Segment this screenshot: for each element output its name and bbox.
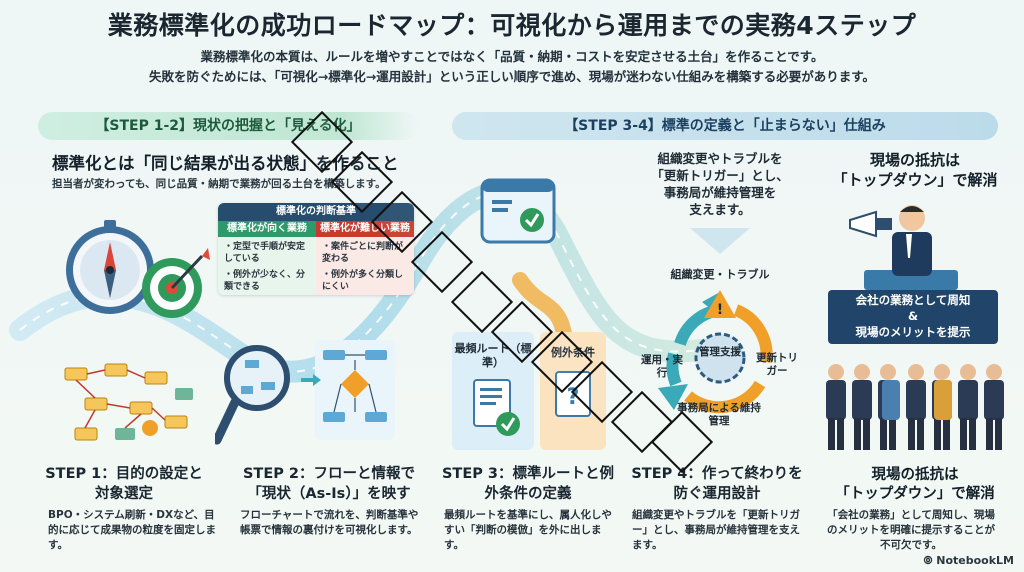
callout-line: 組織変更やトラブルを <box>657 151 783 166</box>
route-label: 最頻ルート（標準） <box>454 342 532 369</box>
svg-text:!: ! <box>717 302 723 318</box>
subtitle-line-2: 失敗を防ぐためには、「可視化→標準化→運用設計」という正しい順序で進め、現場が迷… <box>149 69 875 84</box>
document-check-icon <box>473 379 520 436</box>
checklist-window-icon <box>480 178 556 244</box>
criteria-hard-item: ・案件ごとに判断が変わる <box>322 242 404 264</box>
flow-diagram-icon <box>64 363 193 441</box>
callout-line: 「更新トリガー」とし、 <box>651 168 789 183</box>
section-pill-left: 【STEP 1-2】現状の把握と「見える化」 <box>38 112 418 140</box>
cycle-left-label: 運用・実行 <box>641 354 683 379</box>
criteria-good-head: 標準化が向く業務 <box>218 221 316 237</box>
cycle-bottom-label: 事務局による維持管理 <box>677 402 761 427</box>
cycle-top-label: 組織変更・トラブル <box>670 268 770 281</box>
exception-card: 例外条件 ? <box>540 332 606 450</box>
criteria-card: 標準化の判断基準 標準化が向く業務 ・定型で手順が安定している ・例外が少なく、… <box>218 203 414 295</box>
down-arrow-icon <box>690 228 750 254</box>
cycle-center-label: 管理支援 <box>699 346 741 358</box>
compass-target-icon <box>66 220 210 318</box>
step-1-body: BPO・システム刷新・DXなど、目的に応じて成果物の粒度を固定します。 <box>48 509 216 551</box>
heading-line: 「トップダウン」で解消 <box>835 486 995 502</box>
maintenance-callout: 組織変更やトラブルを 「更新トリガー」とし、 事務局が維持管理を 支えます。 <box>620 150 820 218</box>
page-title: 業務標準化の成功ロードマップ：可視化から運用までの実務4ステップ <box>107 11 917 40</box>
heading-line: 現場の抵抗は <box>871 467 959 483</box>
banner-line: 現場のメリットを提示 <box>855 325 971 339</box>
subtitle-line-1: 業務標準化の本質は、ルールを増やすことではなく「品質・納期・コストを安定させる土… <box>200 49 824 64</box>
svg-text:?: ? <box>567 385 580 410</box>
step-2-title: STEP 2：フローと情報で「現状（As-Is）」を映す <box>242 466 415 502</box>
brand-icon: ⦾ <box>923 554 937 567</box>
section-pill-right: 【STEP 3-4】標準の定義と「止まらない」仕組み <box>452 112 998 140</box>
criteria-good-item: ・定型で手順が安定している <box>224 242 306 264</box>
heading-line: 現場の抵抗は <box>869 151 960 169</box>
step-4-title: STEP 4：作って終わりを防ぐ運用設計 <box>631 466 803 502</box>
route-card: 最頻ルート（標準） <box>452 332 534 450</box>
right-heading-top: 現場の抵抗は 「トップダウン」で解消 <box>820 150 1010 190</box>
leader-megaphone-icon <box>849 205 958 290</box>
magnifier-flow-icon <box>215 340 395 445</box>
question-document-icon: ? <box>555 371 591 417</box>
cycle-right-label: 更新トリガー <box>756 352 798 377</box>
top-down-banner: 会社の業務として周知 & 現場のメリットを提示 <box>828 290 998 344</box>
heading-line: 「トップダウン」で解消 <box>832 171 998 189</box>
step-3-body: 最頻ルートを基準にし、属人化しやすい「判断の模倣」を外に出します。 <box>444 509 612 551</box>
callout-line: 支えます。 <box>689 202 751 217</box>
step-3-title: STEP 3：標準ルートと例外条件の定義 <box>441 466 614 502</box>
step-2-body: フローチャートで流れを、判断基準や帳票で情報の裏付けを可視化します。 <box>240 509 419 536</box>
right-body: 「会社の業務」として周知し、現場のメリットを明確に提示することが不可欠です。 <box>827 509 995 551</box>
step-1-title: STEP 1：目的の設定と対象選定 <box>45 466 203 502</box>
banner-line: & <box>907 309 919 323</box>
banner-line: 会社の業務として周知 <box>855 293 971 307</box>
left-caption: 担当者が変わっても、同じ品質・納期で業務が回る土台を構築します。 <box>52 178 386 190</box>
criteria-hard-head: 標準化が難しい業務 <box>316 221 414 237</box>
right-heading-bottom: 現場の抵抗は 「トップダウン」で解消 <box>820 466 1010 504</box>
callout-line: 事務局が維持管理を <box>663 185 777 200</box>
criteria-hard-item: ・例外が多く分類しにくい <box>322 270 404 292</box>
team-people-icon <box>826 364 1004 450</box>
exception-label: 例外条件 <box>551 346 595 359</box>
step-4-body: 組織変更やトラブルを「更新トリガー」とし、事務局が維持管理を支えます。 <box>632 509 800 551</box>
criteria-title: 標準化の判断基準 <box>218 203 414 221</box>
left-heading: 標準化とは「同じ結果が出る状態」を作ること <box>52 154 399 173</box>
criteria-good-item: ・例外が少なく、分類できる <box>224 270 306 292</box>
brand-name: NotebookLM <box>936 554 1014 567</box>
brand-label: ⦾ NotebookLM <box>924 554 1014 568</box>
cycle-diagram: ! <box>658 290 773 414</box>
